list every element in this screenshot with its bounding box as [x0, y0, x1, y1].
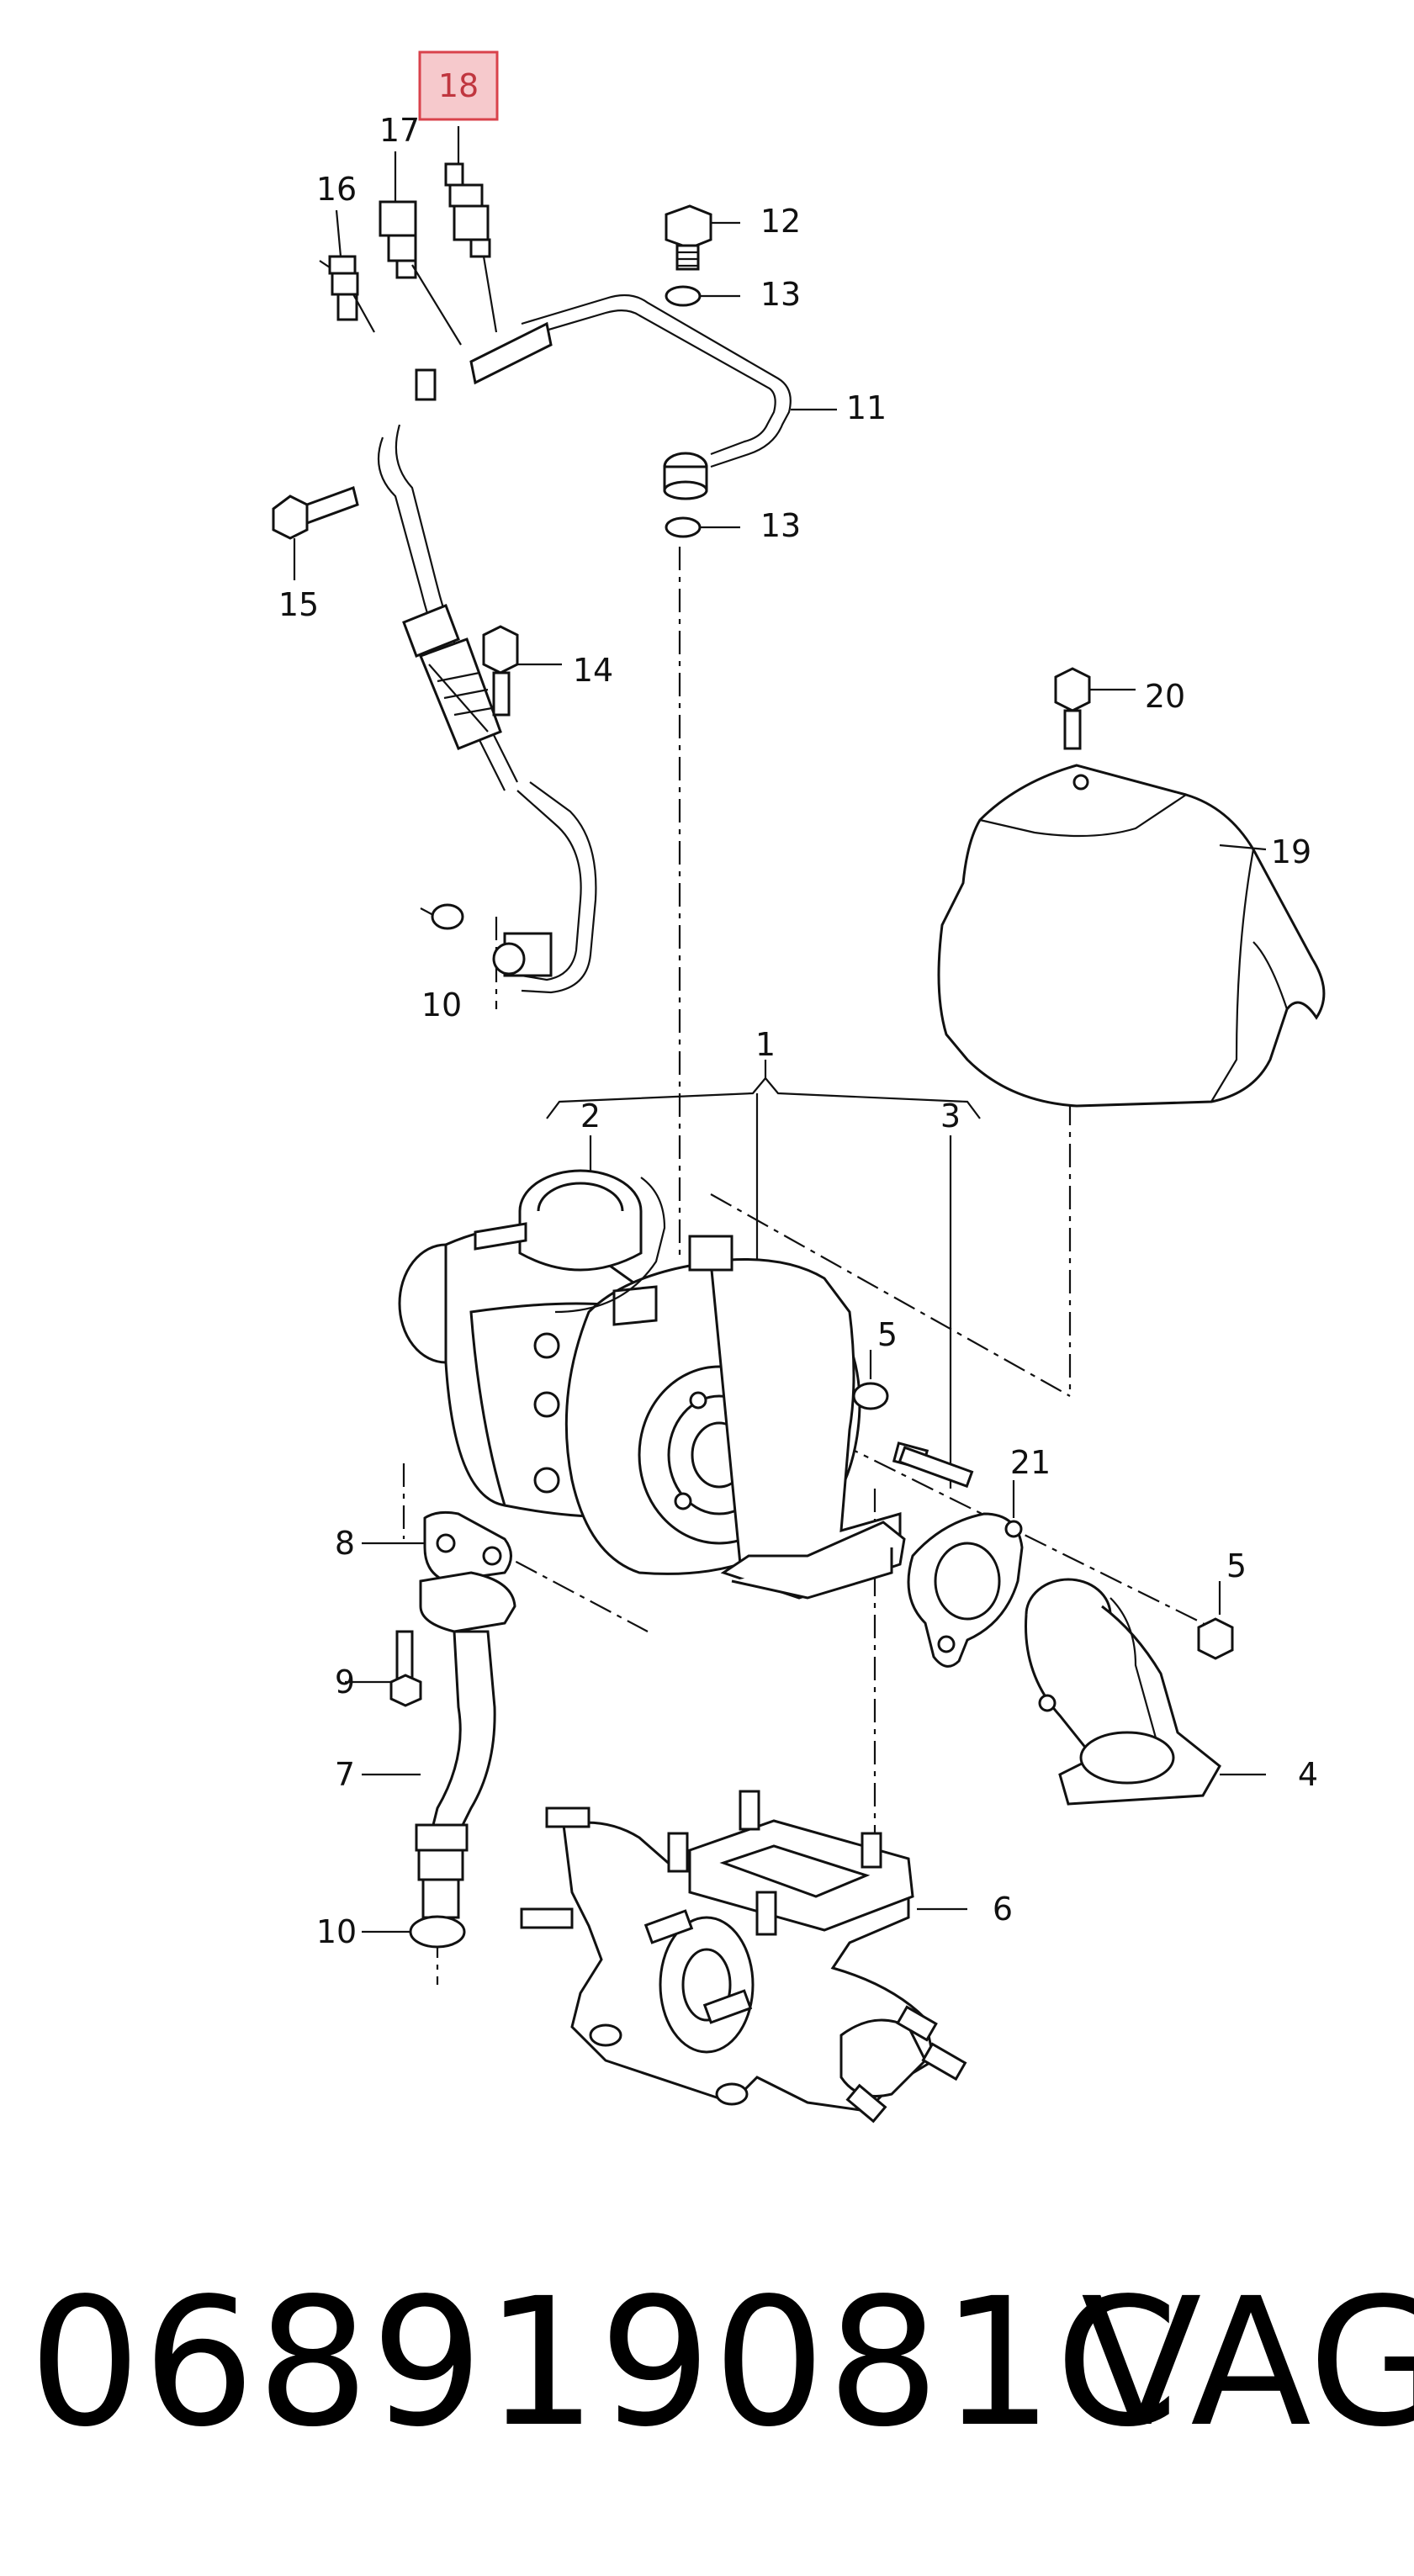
callout-6: 6 [993, 1891, 1013, 1928]
callout-4: 4 [1298, 1756, 1318, 1793]
callout-labels: 18 17 16 12 13 11 13 15 14 20 19 10 1 2 … [278, 67, 1318, 1950]
washer-10-lower [409, 1915, 466, 1949]
callout-2: 2 [580, 1098, 601, 1135]
callout-16: 16 [316, 171, 357, 208]
gasket-21 [907, 1512, 1024, 1668]
callout-13-upper: 13 [760, 276, 801, 313]
group-bracket-1 [546, 1060, 981, 1489]
callout-5-upper: 5 [877, 1316, 898, 1353]
sender-18 [444, 162, 491, 258]
callout-10-lower: 10 [316, 1913, 357, 1950]
callout-13-lower: 13 [760, 507, 801, 544]
banjo-bolt [665, 204, 712, 271]
sender-16 [319, 255, 359, 321]
nut-5-lower [1197, 1617, 1234, 1660]
washer-10-upper [431, 903, 464, 930]
brand-name: VAG [1081, 2260, 1414, 2466]
leader-10-upper [420, 907, 434, 916]
callout-18: 18 [438, 67, 479, 104]
callout-14: 14 [573, 652, 613, 689]
callout-17: 17 [379, 112, 420, 149]
oil-line-bracket [377, 321, 597, 994]
sealing-washer-upper [665, 285, 702, 307]
highlight-box-18 [418, 50, 499, 121]
oil-feed-pipe [521, 294, 792, 500]
label-leader-lines [335, 209, 837, 529]
callout-21: 21 [1010, 1444, 1051, 1481]
bolt-9 [389, 1630, 422, 1707]
oil-return-pipe [415, 1571, 516, 1919]
bolt-20 [1054, 667, 1091, 750]
callout-8: 8 [335, 1525, 355, 1562]
callout-9: 9 [335, 1664, 355, 1701]
callout-15: 15 [278, 586, 319, 623]
callout-11: 11 [846, 389, 887, 426]
callout-3: 3 [940, 1098, 961, 1135]
exhaust-elbow [1025, 1578, 1221, 1806]
sealing-washer-lower [665, 516, 702, 538]
gasket-8 [423, 1510, 512, 1583]
callout-5-lower: 5 [1226, 1547, 1247, 1584]
exhaust-manifold [520, 1790, 967, 2124]
heat-shield [937, 764, 1326, 1108]
callout-1: 1 [755, 1026, 776, 1063]
turbocharger [398, 1169, 906, 1600]
bolt-14 [482, 625, 519, 717]
callout-7: 7 [335, 1756, 355, 1793]
turbocharger-exploded-diagram: 18 17 16 12 13 11 13 15 14 20 19 10 1 2 … [272, 50, 1326, 2124]
turbo-studs [852, 1382, 974, 1489]
bolt-15 [272, 486, 359, 540]
callout-19: 19 [1271, 833, 1311, 870]
leader-19 [1219, 844, 1267, 851]
callout-20: 20 [1145, 678, 1185, 715]
part-number: 068919081C [29, 2260, 1181, 2466]
part-caption: 068919081C VAG [0, 2237, 1414, 2489]
callout-10-upper: 10 [421, 986, 462, 1024]
callout-12: 12 [760, 203, 801, 240]
sender-17 [379, 200, 417, 279]
leader-lines-top [352, 126, 498, 346]
